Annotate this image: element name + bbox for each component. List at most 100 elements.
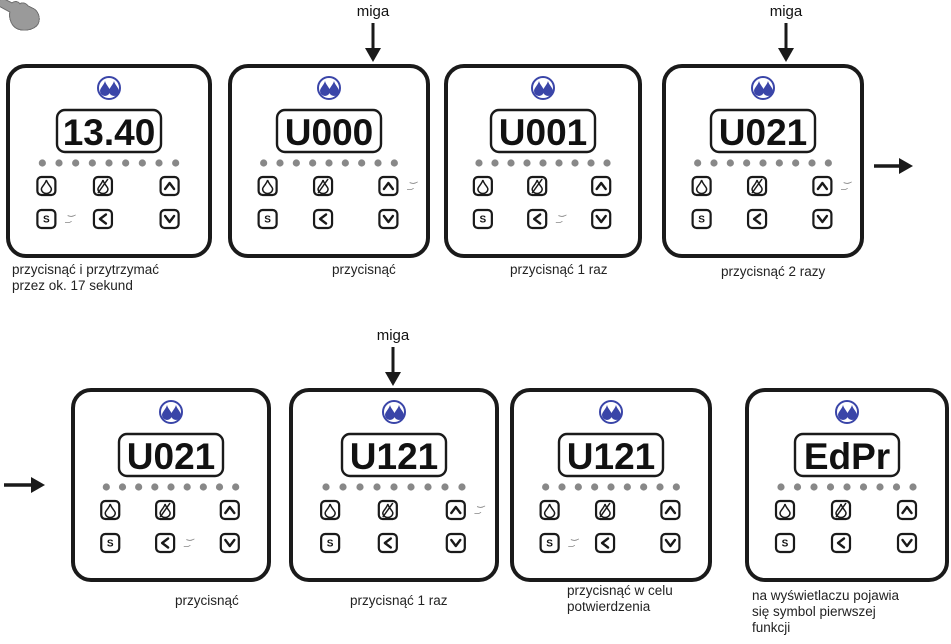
step-caption: potwierdzenia [567, 599, 651, 614]
up-button[interactable] [813, 177, 831, 195]
s-button[interactable]: S [693, 210, 711, 228]
s-button[interactable]: S [776, 534, 794, 552]
drop-button[interactable] [101, 501, 119, 519]
drop-off-button[interactable] [832, 501, 850, 519]
drop-off-button[interactable] [156, 501, 174, 519]
indicator-leds [260, 159, 398, 166]
indicator-led [810, 483, 817, 490]
left-button[interactable] [94, 210, 112, 228]
s-button-label: S [480, 215, 487, 226]
step-caption: przycisnąć 1 raz [350, 593, 448, 608]
step-panel: U001S [446, 66, 640, 256]
lcd-display-value: U021 [127, 436, 215, 477]
indicator-led [216, 483, 223, 490]
drop-off-button[interactable] [596, 501, 614, 519]
left-button[interactable] [748, 210, 766, 228]
lcd-display-value: U121 [350, 436, 438, 477]
indicator-led [119, 483, 126, 490]
down-button[interactable] [221, 534, 239, 552]
step-caption: przycisnąć [332, 262, 396, 277]
step-panel: U021S [664, 66, 862, 256]
left-button[interactable] [314, 210, 332, 228]
indicator-led [507, 159, 514, 166]
down-button[interactable] [379, 210, 397, 228]
indicator-led [893, 483, 900, 490]
drop-button[interactable] [259, 177, 277, 195]
left-button[interactable] [596, 534, 614, 552]
indicator-leds [542, 483, 680, 490]
up-button[interactable] [661, 501, 679, 519]
step-caption: przycisnąć 1 raz [510, 262, 608, 277]
drop-off-button[interactable] [528, 177, 546, 195]
down-button[interactable] [813, 210, 831, 228]
indicator-led [309, 159, 316, 166]
drop-off-button[interactable] [94, 177, 112, 195]
indicator-led [475, 159, 482, 166]
s-button[interactable]: S [259, 210, 277, 228]
drop-off-button[interactable] [379, 501, 397, 519]
drop-off-button[interactable] [314, 177, 332, 195]
indicator-led [710, 159, 717, 166]
indicator-led [55, 159, 62, 166]
left-button[interactable] [156, 534, 174, 552]
s-button[interactable]: S [541, 534, 559, 552]
up-button[interactable] [161, 177, 179, 195]
down-button[interactable] [161, 210, 179, 228]
indicator-led [673, 483, 680, 490]
indicator-leds [777, 483, 916, 490]
indicator-led [727, 159, 734, 166]
s-button[interactable]: S [101, 534, 119, 552]
arrow-right-icon [4, 477, 45, 493]
indicator-leds [39, 159, 180, 166]
indicator-led [135, 483, 142, 490]
step-caption: przycisnąć 2 razy [721, 264, 826, 279]
up-button[interactable] [898, 501, 916, 519]
left-button[interactable] [379, 534, 397, 552]
s-button[interactable]: S [37, 210, 55, 228]
down-button[interactable] [898, 534, 916, 552]
indicator-led [591, 483, 598, 490]
s-button[interactable]: S [474, 210, 492, 228]
drop-off-button[interactable] [748, 177, 766, 195]
blink-label: miga [770, 3, 803, 20]
indicator-led [656, 483, 663, 490]
drop-button[interactable] [693, 177, 711, 195]
indicator-led [391, 159, 398, 166]
drop-button[interactable] [776, 501, 794, 519]
up-button[interactable] [221, 501, 239, 519]
blink-indicator: miga [377, 327, 410, 386]
step-panel: U021S [73, 390, 269, 580]
indicator-led [792, 159, 799, 166]
left-button[interactable] [832, 534, 850, 552]
lcd-display-value: U001 [499, 112, 587, 153]
lcd-display-value: U121 [567, 436, 655, 477]
indicator-leds [475, 159, 610, 166]
indicator-led [276, 159, 283, 166]
indicator-led [151, 483, 158, 490]
indicator-led [876, 483, 883, 490]
up-button[interactable] [447, 501, 465, 519]
indicator-led [827, 483, 834, 490]
down-button[interactable] [447, 534, 465, 552]
up-button[interactable] [379, 177, 397, 195]
indicator-led [356, 483, 363, 490]
down-button[interactable] [661, 534, 679, 552]
s-button-label: S [327, 539, 334, 550]
indicator-led [640, 483, 647, 490]
indicator-leds [322, 483, 465, 490]
down-button[interactable] [592, 210, 610, 228]
step-caption: się symbol pierwszej [752, 604, 876, 619]
indicator-led [325, 159, 332, 166]
left-button[interactable] [528, 210, 546, 228]
drop-button[interactable] [541, 501, 559, 519]
step-caption: przycisnąć w celu [567, 583, 673, 598]
indicator-led [103, 483, 110, 490]
indicator-led [200, 483, 207, 490]
drop-button[interactable] [474, 177, 492, 195]
up-button[interactable] [592, 177, 610, 195]
drop-button[interactable] [321, 501, 339, 519]
indicator-led [759, 159, 766, 166]
drop-button[interactable] [37, 177, 55, 195]
s-button[interactable]: S [321, 534, 339, 552]
